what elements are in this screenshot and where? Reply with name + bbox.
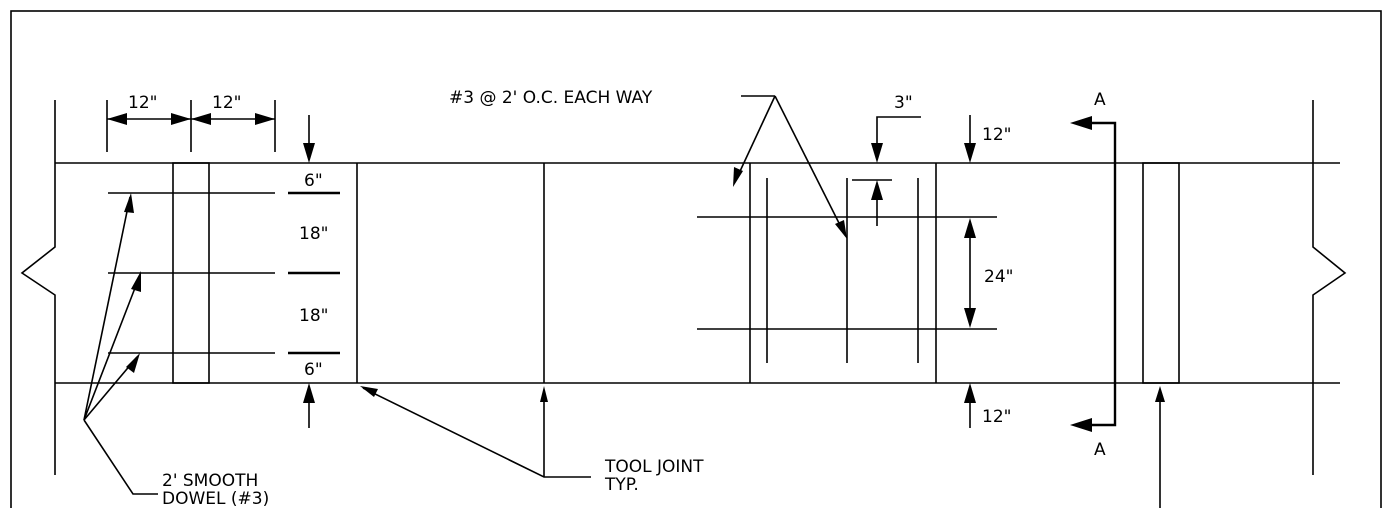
section-cut-line (1070, 116, 1117, 432)
tool-joint-leader (360, 386, 591, 478)
rebar-note: #3 @ 2' O.C. EACH WAY (449, 88, 653, 108)
tool-joint-label-line2: TYP. (604, 475, 639, 495)
dim-6-top: 6" (304, 171, 323, 191)
right-joint-leader (1155, 386, 1165, 508)
section-label-bottom: A (1094, 440, 1106, 460)
dim-12-right: 12" (212, 93, 241, 113)
dim-3: 3" (894, 93, 913, 113)
dim-12-left: 12" (128, 93, 157, 113)
dowel-label-line1: 2' SMOOTH (162, 471, 258, 491)
tool-joint-label-line1: TOOL JOINT (604, 457, 704, 477)
rebar-24-dimension (964, 218, 976, 328)
tool-joints (356, 163, 937, 383)
right-break-line (1312, 100, 1347, 475)
rebar-grid (697, 178, 997, 363)
sheet-border (10, 10, 1382, 508)
slab-outline (55, 162, 1340, 384)
section-label-top: A (1094, 90, 1106, 110)
dim-24: 24" (984, 267, 1013, 287)
dim-6-bottom: 6" (304, 360, 323, 380)
rebar-3-dimension (852, 116, 921, 226)
edge-arrows (964, 115, 976, 428)
dim-12-edge-top: 12" (982, 125, 1011, 145)
dim-12-edge-bottom: 12" (982, 407, 1011, 427)
left-break-line (20, 100, 56, 475)
rebar-note-leader (733, 95, 847, 239)
dim-18-b: 18" (299, 306, 328, 326)
dowel-spacing-ticks (288, 191, 340, 355)
dowel-label-line2: DOWEL (#3) (162, 489, 269, 508)
dowels (108, 192, 275, 354)
dim-18-a: 18" (299, 224, 328, 244)
dowel-leader (83, 193, 158, 495)
hatched-joint-right (1142, 162, 1180, 384)
dowel-edge-arrows (303, 115, 315, 428)
top-dimension-12-12 (106, 100, 276, 152)
